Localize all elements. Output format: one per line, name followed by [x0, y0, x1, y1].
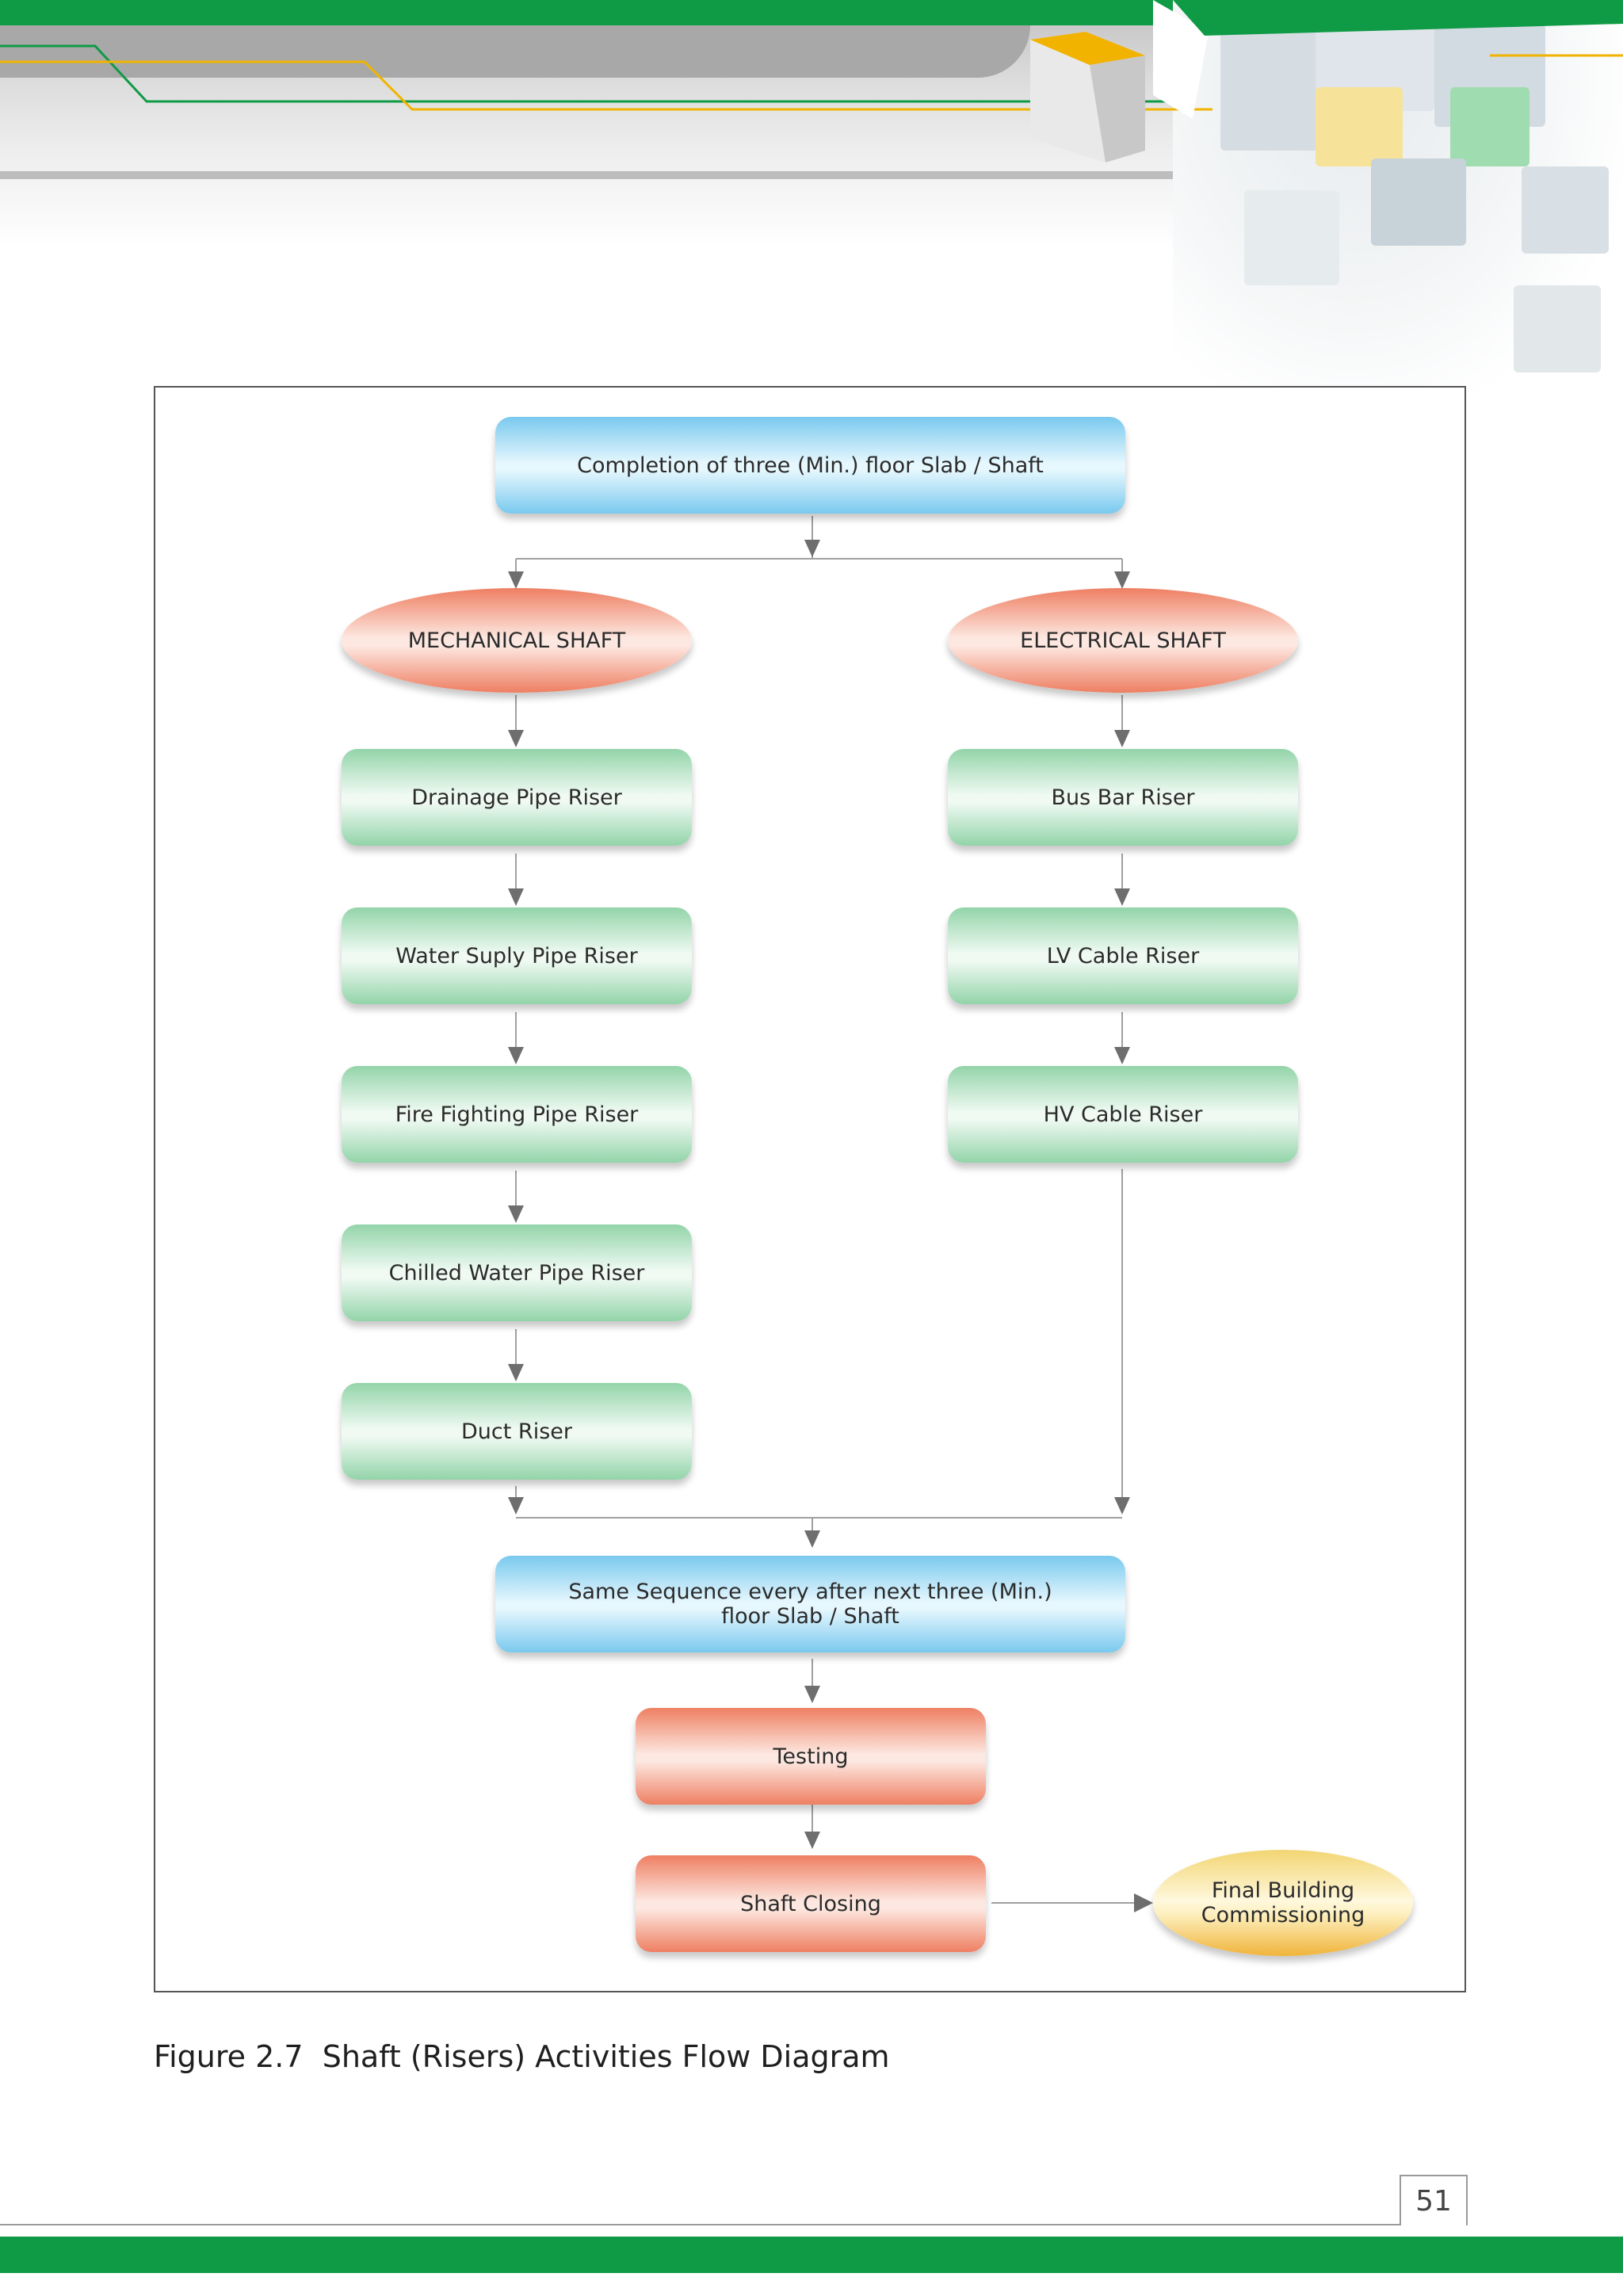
electrical-shaft-label: ELECTRICAL SHAFT [1020, 628, 1226, 653]
figure-caption: Figure 2.7 Shaft (Risers) Activities Flo… [154, 2039, 890, 2074]
step-label: Water Suply Pipe Riser [395, 943, 638, 968]
repeat-line-2: floor Slab / Shaft [721, 1604, 899, 1629]
lv-cable-riser-node: LV Cable Riser [948, 907, 1298, 1004]
electrical-shaft-node: ELECTRICAL SHAFT [948, 588, 1298, 693]
header-dark-shape [0, 25, 1030, 78]
drainage-pipe-riser-node: Drainage Pipe Riser [342, 749, 692, 846]
start-node: Completion of three (Min.) floor Slab / … [495, 417, 1125, 514]
shaft-closing-node: Shaft Closing [636, 1855, 986, 1952]
header-cubes-graphic [1173, 0, 1623, 412]
fire-fighting-pipe-riser-node: Fire Fighting Pipe Riser [342, 1066, 692, 1163]
header-grey-stripe [0, 171, 1623, 179]
footer-rule [0, 2224, 1400, 2225]
step-label: HV Cable Riser [1043, 1102, 1203, 1127]
page-number: 51 [1400, 2175, 1468, 2225]
chilled-water-pipe-riser-node: Chilled Water Pipe Riser [342, 1224, 692, 1321]
step-label: Chilled Water Pipe Riser [388, 1260, 645, 1286]
footer-green-band [0, 2237, 1623, 2273]
shaft-closing-label: Shaft Closing [740, 1891, 881, 1916]
figure-frame: Completion of three (Min.) floor Slab / … [154, 386, 1466, 1992]
mechanical-shaft-node: MECHANICAL SHAFT [342, 588, 692, 693]
repeat-sequence-node: Same Sequence every after next three (Mi… [495, 1556, 1125, 1652]
final-line-2: Commissioning [1201, 1903, 1365, 1927]
testing-label: Testing [773, 1744, 849, 1769]
step-label: Drainage Pipe Riser [411, 785, 622, 810]
testing-node: Testing [636, 1708, 986, 1805]
water-supply-pipe-riser-node: Water Suply Pipe Riser [342, 907, 692, 1004]
duct-riser-node: Duct Riser [342, 1383, 692, 1480]
mechanical-shaft-label: MECHANICAL SHAFT [407, 628, 626, 653]
final-line-1: Final Building [1211, 1878, 1355, 1903]
start-node-label: Completion of three (Min.) floor Slab / … [577, 453, 1044, 478]
step-label: LV Cable Riser [1046, 943, 1200, 968]
final-commissioning-node: Final Building Commissioning [1153, 1850, 1413, 1956]
repeat-line-1: Same Sequence every after next three (Mi… [568, 1580, 1052, 1604]
hv-cable-riser-node: HV Cable Riser [948, 1066, 1298, 1163]
step-label: Duct Riser [461, 1419, 572, 1444]
step-label: Bus Bar Riser [1051, 785, 1195, 810]
bus-bar-riser-node: Bus Bar Riser [948, 749, 1298, 846]
flow-connectors [508, 516, 1153, 1912]
header-lines [0, 0, 1623, 162]
step-label: Fire Fighting Pipe Riser [395, 1102, 639, 1127]
